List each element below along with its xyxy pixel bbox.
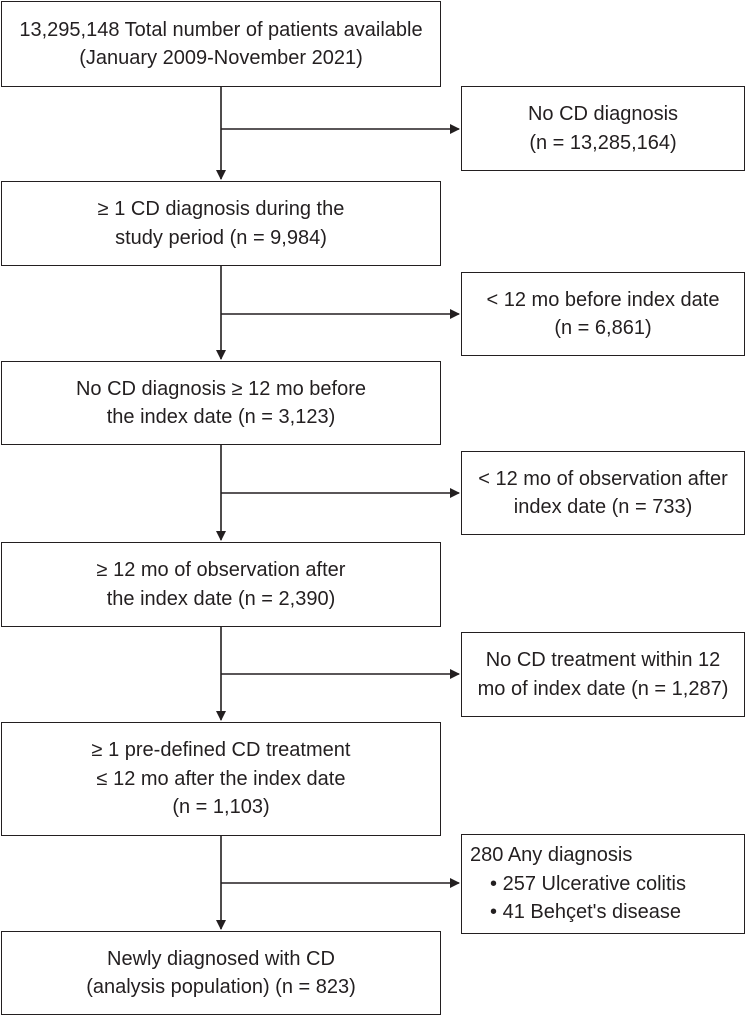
final-population-line-1: Newly diagnosed with CD: [107, 947, 335, 970]
final-population-box: Newly diagnosed with CD (analysis popula…: [1, 931, 441, 1015]
treatment-line-3: (n = 1,103): [172, 796, 270, 819]
bullet-text-ulcerative-colitis: 257 Ulcerative colitis: [502, 872, 686, 895]
cd-diagnosis-line-2: study period (n = 9,984): [115, 226, 327, 249]
observation-line-1: ≥ 12 mo of observation after: [96, 559, 346, 581]
no-prior-cd-line-2: the index date (n = 3,123): [106, 406, 336, 428]
bullet-item-behcets-disease: • 41 Behçet's disease: [470, 898, 681, 927]
treatment-line-1: ≥ 1 pre-defined CD treatment: [91, 739, 351, 762]
treatment-box: ≥ 1 pre-defined CD treatment ≤ 12 mo aft…: [1, 722, 441, 836]
no-prior-cd-line-1: No CD diagnosis ≥ 12 mo before: [75, 377, 366, 400]
cd-diagnosis-box: ≥ 1 CD diagnosis during the study period…: [1, 181, 441, 266]
exclusion-observation-line-1: < 12 mo of observation after: [478, 467, 728, 490]
exclusion-treatment-line-2: mo of index date (n = 1,287): [477, 677, 729, 700]
bullet-text-behcets-disease: 41 Behçet's disease: [502, 901, 681, 924]
total-patients-line-1: 13,295,148 Total number of patients avai…: [19, 18, 423, 41]
exclusion-observation-box: < 12 mo of observation after index date …: [461, 451, 745, 535]
exclusion-treatment-box: No CD treatment within 12 mo of index da…: [461, 632, 745, 717]
treatment-line-2: ≤ 12 mo after the index date: [96, 767, 346, 790]
exclusion-treatment-line-1: No CD treatment within 12: [485, 649, 721, 671]
exclusion-observation-line-2: index date (n = 733): [513, 496, 693, 518]
observation-box: ≥ 12 mo of observation after the index d…: [1, 542, 441, 627]
no-prior-cd-box: No CD diagnosis ≥ 12 mo before the index…: [1, 361, 441, 445]
bullet-icon: •: [490, 901, 498, 924]
exclusion-no-cd-line-1: No CD diagnosis: [527, 103, 679, 125]
final-population-line-2: (analysis population) (n = 823): [86, 976, 356, 998]
observation-line-2: the index date (n = 2,390): [106, 587, 336, 610]
exclusion-no-cd-line-2: (n = 13,285,164): [529, 131, 677, 154]
exclusion-before-index-line-2: (n = 6,861): [554, 317, 652, 339]
exclusion-no-cd-box: No CD diagnosis (n = 13,285,164): [461, 86, 745, 171]
exclusion-other-diagnosis-header: 280 Any diagnosis: [470, 844, 633, 867]
exclusion-before-index-box: < 12 mo before index date (n = 6,861): [461, 272, 745, 356]
exclusion-before-index-line-1: < 12 mo before index date: [486, 288, 720, 311]
bullet-item-ulcerative-colitis: • 257 Ulcerative colitis: [470, 870, 686, 899]
bullet-icon: •: [490, 872, 498, 895]
cd-diagnosis-line-1: ≥ 1 CD diagnosis during the: [97, 198, 345, 220]
total-patients-box: 13,295,148 Total number of patients avai…: [1, 1, 441, 87]
exclusion-other-diagnosis-box: 280 Any diagnosis • 257 Ulcerative colit…: [461, 834, 745, 934]
total-patients-line-2: (January 2009-November 2021): [79, 47, 363, 69]
